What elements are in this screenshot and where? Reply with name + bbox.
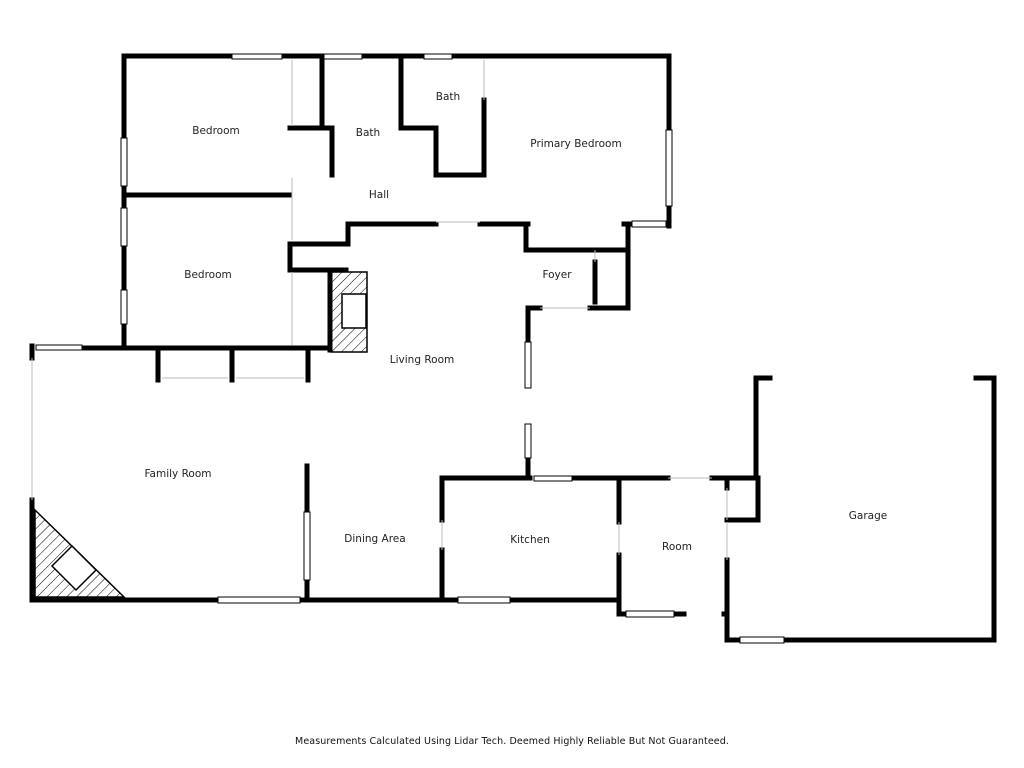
door-openings: [31, 60, 728, 560]
room-label-hall: Hall: [368, 189, 390, 201]
room-label-kitchen: Kitchen: [510, 534, 550, 546]
room-label-family-room: Family Room: [144, 468, 212, 480]
room-label-dining-area: Dining Area: [344, 533, 406, 545]
room-label-bath-2: Bath: [435, 91, 461, 103]
room-label-bedroom-2: Bedroom: [184, 269, 232, 281]
room-label-foyer: Foyer: [542, 269, 572, 281]
footer-disclaimer: Measurements Calculated Using Lidar Tech…: [295, 736, 729, 747]
windows: [35, 53, 785, 644]
room-label-living-room: Living Room: [389, 354, 455, 366]
fireplace-living: [330, 271, 368, 353]
room-label-primary-bedroom: Primary Bedroom: [530, 138, 622, 150]
room-label-bath-1: Bath: [355, 127, 381, 139]
room-label-garage: Garage: [848, 510, 888, 522]
fireplace-family: [34, 508, 126, 598]
walls: [29, 53, 997, 643]
room-label-room: Room: [662, 541, 692, 553]
room-label-bedroom-1: Bedroom: [192, 125, 240, 137]
